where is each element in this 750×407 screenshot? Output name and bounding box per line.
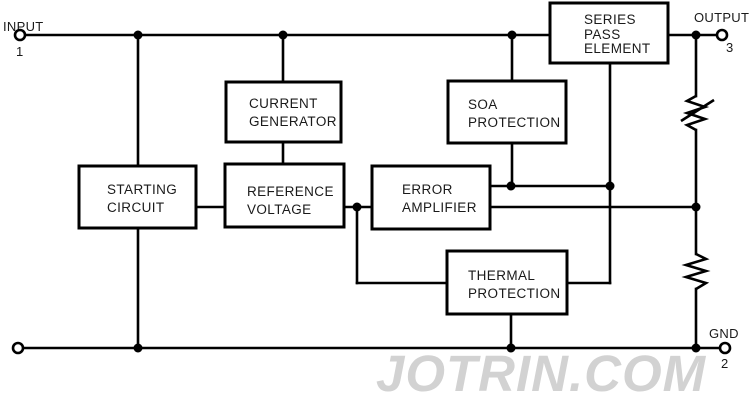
block-starting-circuit: STARTING CIRCUIT [77,164,198,230]
resistor-bottom-icon [681,252,711,291]
resistor-top-slash [680,98,715,123]
junction-dot [691,30,701,40]
junction-dot [133,30,143,40]
gnd-label: GND [709,326,739,341]
input-pin-number: 1 [16,44,24,59]
junction-dot [506,181,516,191]
input-terminal: INPUT 1 [3,19,44,59]
input-terminal-circle [13,28,27,42]
current-generator-box [224,80,343,144]
output-terminal: OUTPUT 3 [694,10,749,55]
current-generator-label: CURRENT [249,96,318,111]
junction-dot [691,202,701,212]
jotrin-watermark: JOTRIN.COM [376,345,707,402]
series-pass-label: ELEMENT [584,41,651,56]
junction-dot [605,181,615,191]
series-pass-label: PASS [584,27,621,42]
current-generator-label: GENERATOR [249,114,337,129]
starting-circuit-label: STARTING [107,182,177,197]
block-series-pass-element: SERIES PASS ELEMENT [548,1,670,65]
junction-dots [133,30,701,353]
gnd-pin-number: 2 [721,356,729,371]
output-terminal-circle [715,28,729,42]
thermal-protection-label: THERMAL [468,268,535,283]
ground-left-terminal-circle [11,341,25,355]
junction-dot [506,343,516,353]
soa-protection-label: SOA [468,97,498,112]
reference-voltage-label: VOLTAGE [247,202,312,217]
output-pin-number: 3 [726,40,734,55]
junction-dot [352,202,362,212]
block-thermal-protection: THERMAL PROTECTION [445,249,569,316]
junction-dot [133,343,143,353]
soa-protection-box [446,79,568,145]
junction-dot [507,30,517,40]
soa-protection-label: PROTECTION [468,115,561,130]
gnd-terminal-circle [718,341,732,355]
block-soa-protection: SOA PROTECTION [446,79,568,145]
thermal-protection-box [445,249,569,316]
block-reference-voltage: REFERENCE VOLTAGE [223,162,346,229]
block-error-amplifier: ERROR AMPLIFIER [370,164,492,231]
error-amplifier-label: ERROR [402,182,453,197]
resistor-top-zigzag [682,94,710,132]
output-label: OUTPUT [694,10,749,25]
resistor-bottom-zigzag [681,252,711,291]
series-pass-box [548,1,670,65]
error-amplifier-box [370,164,492,231]
junction-dot [691,343,701,353]
reference-voltage-box [223,162,346,229]
series-pass-label: SERIES [584,12,636,27]
gnd-terminal: GND 2 [709,326,739,371]
resistor-top-icon [680,94,715,132]
starting-circuit-label: CIRCUIT [107,200,165,215]
reference-voltage-label: REFERENCE [247,184,334,199]
error-amplifier-label: AMPLIFIER [402,200,477,215]
thermal-protection-label: PROTECTION [468,286,561,301]
input-label: INPUT [3,19,44,34]
starting-circuit-box [77,164,198,230]
junction-dot [278,30,288,40]
block-current-generator: CURRENT GENERATOR [224,80,343,144]
